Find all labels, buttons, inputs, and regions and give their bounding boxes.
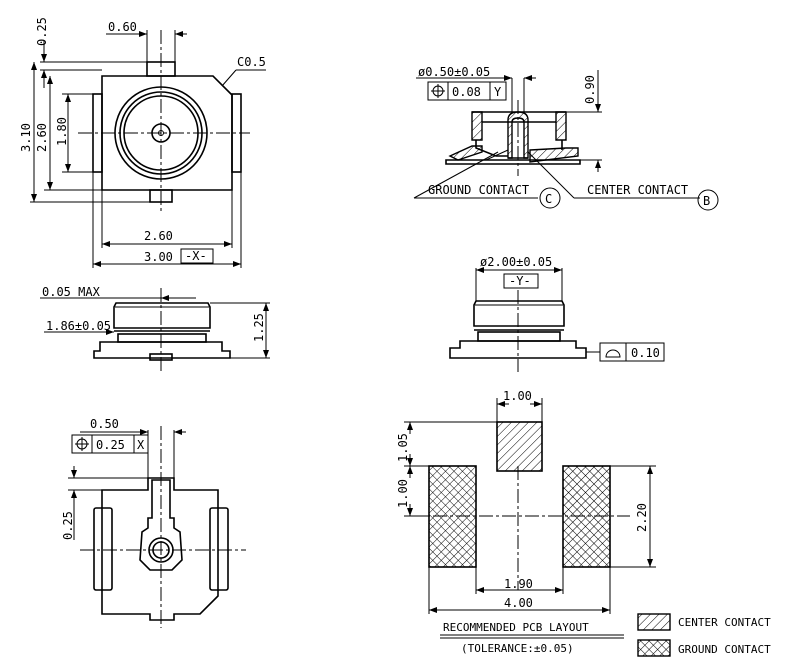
dim-180: 1.80 (55, 117, 69, 146)
datum-y: -Y- (509, 274, 531, 288)
max-label: 0.05 MAX (42, 285, 101, 299)
dim-025-bottom: 0.25 (61, 511, 75, 540)
dia-186: 1.86±0.05 (46, 319, 111, 333)
pcb-title: RECOMMENDED PCB LAYOUT (443, 621, 589, 634)
flatness-value: 0.10 (631, 346, 660, 360)
dim-300: 3.00 (144, 250, 173, 264)
center-contact-pad (496, 421, 543, 472)
pcb-dim-105: 1.05 (396, 433, 410, 462)
pcb-dim-100-left: 1.00 (396, 479, 410, 508)
top-view: 0.60 0.25 3.10 2.60 1.80 C0.5 (19, 17, 266, 268)
center-contact-ref: B (703, 194, 710, 208)
pcb-layout: 1.00 1.05 1.00 2.20 1.90 4.00 RECOMMENDE… (396, 389, 656, 655)
dim-050: 0.50 (90, 417, 119, 431)
bottom-view: 0.50 0.25 X 0.25 (61, 417, 246, 628)
datum-x: -X- (185, 249, 207, 263)
height-090: 0.90 (583, 75, 597, 104)
dim-260-horizontal: 2.60 (144, 229, 173, 243)
section-view: ø0.50±0.05 0.08 Y 0.90 GROUND CONTACT C … (413, 65, 719, 211)
section-pos-ref: Y (494, 85, 502, 99)
legend-center-swatch (637, 613, 671, 631)
pcb-dim-100-top: 1.00 (503, 389, 532, 403)
pcb-dim-190: 1.90 (504, 577, 533, 591)
dim-025-top: 0.25 (35, 17, 49, 46)
bottom-pos-tol: 0.25 (96, 438, 125, 452)
dim-260-vertical: 2.60 (35, 123, 49, 152)
bottom-pos-ref: X (137, 438, 145, 452)
dia-050: ø0.50±0.05 (418, 65, 490, 79)
pcb-dim-220: 2.20 (635, 503, 649, 532)
side-view: 0.05 MAX 1.86±0.05 1.25 (40, 285, 270, 372)
chamfer-label: C0.5 (237, 55, 266, 69)
section-pos-tol: 0.08 (452, 85, 481, 99)
pcb-dim-400: 4.00 (504, 596, 533, 610)
legend-center-label: CENTER CONTACT (678, 616, 771, 629)
legend-ground-label: GROUND CONTACT (678, 643, 771, 656)
ground-pad-right (562, 465, 611, 568)
dia-200: ø2.00±0.05 (480, 255, 552, 269)
legend: CENTER CONTACT GROUND CONTACT (637, 613, 771, 657)
dim-060: 0.60 (108, 20, 137, 34)
height-125: 1.25 (252, 313, 266, 342)
dim-310: 3.10 (19, 123, 33, 152)
ground-contact-label: GROUND CONTACT (428, 183, 529, 197)
legend-ground-swatch (637, 639, 671, 657)
ground-pad-left (428, 465, 477, 568)
front-view: ø2.00±0.05 -Y- 0.10 (449, 255, 665, 372)
ground-contact-ref: C (545, 192, 552, 206)
center-contact-label: CENTER CONTACT (587, 183, 688, 197)
pcb-tolerance: (TOLERANCE:±0.05) (461, 642, 574, 655)
